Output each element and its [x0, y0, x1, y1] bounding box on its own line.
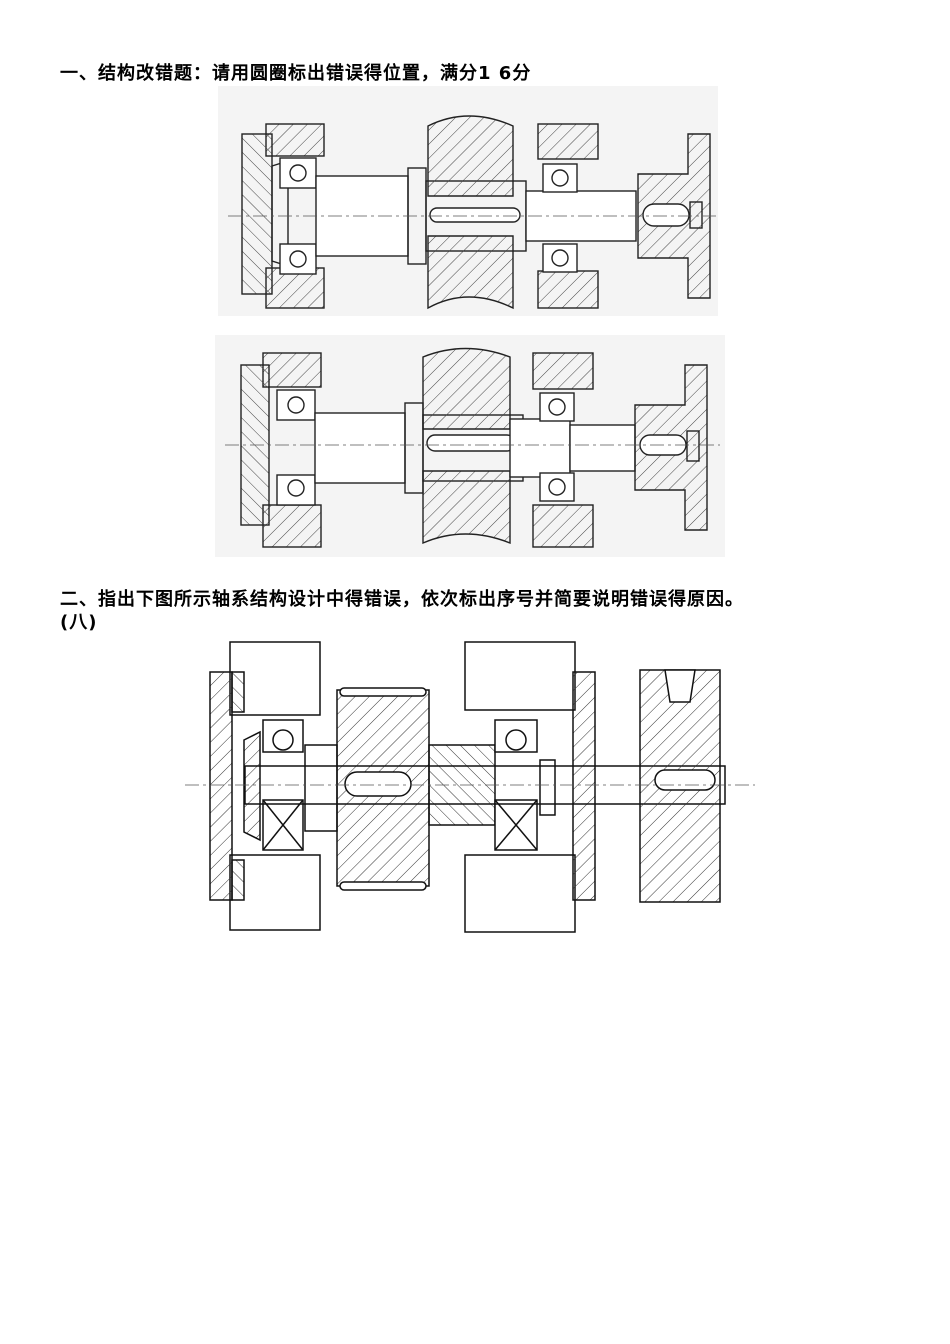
shaft-drawing-2 — [215, 335, 725, 557]
question-2-title: 二、指出下图所示轴系结构设计中得错误，依次标出序号并简要说明错误得原因。 — [60, 589, 744, 610]
shaft-drawing-3 — [185, 640, 755, 935]
question-2-subtitle: (八) — [60, 612, 98, 633]
shaft-drawing-1 — [218, 86, 718, 316]
question-1-title: 一、结构改错题：请用圆圈标出错误得位置，满分1 6分 — [60, 63, 532, 84]
